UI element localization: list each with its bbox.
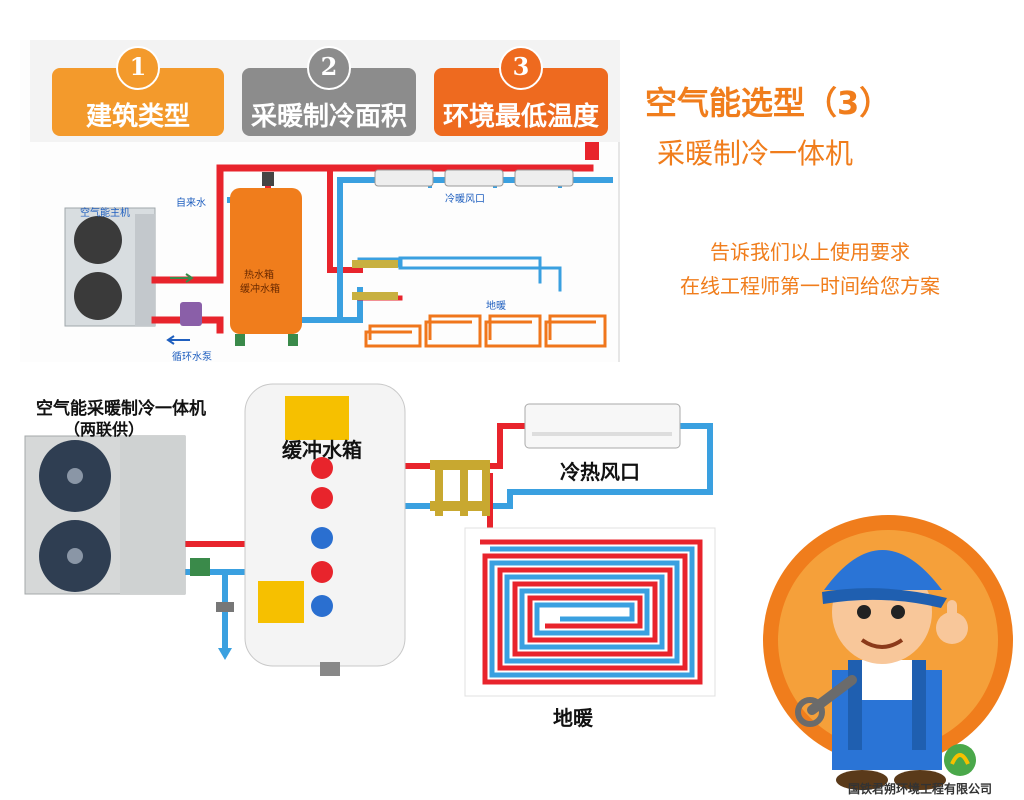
bottom-drain-valve: [216, 602, 234, 612]
top-tank-label-2: 缓冲水箱: [240, 284, 280, 295]
top-tank-label-1: 热水箱: [244, 270, 274, 281]
step-2: 2 采暖制冷面积: [242, 46, 416, 136]
bottom-floor-coils: [464, 527, 716, 697]
step-2-label: 采暖制冷面积: [250, 102, 407, 132]
top-system-diagram: [64, 142, 613, 348]
flow-arrow-icon: [170, 273, 194, 283]
step-3-number: 3: [499, 46, 543, 90]
step-2-number: 2: [307, 46, 351, 90]
company-logo-icon: [944, 744, 976, 776]
page-title: 空气能选型（3）: [645, 84, 892, 122]
bottom-unit-title: 空气能采暖制冷一体机: [36, 399, 206, 419]
top-valve: [585, 142, 599, 160]
bottom-floor-label: 地暖: [553, 706, 593, 730]
top-pump: [180, 302, 202, 326]
step-3-label: 环境最低温度: [442, 102, 599, 132]
top-manifold: [352, 260, 398, 300]
bottom-ac-unit: [524, 403, 681, 449]
bottom-buffer-tank: [244, 383, 406, 676]
return-arrow-icon: [166, 335, 190, 345]
step-3: 3 环境最低温度: [434, 46, 608, 136]
bottom-air-unit: [24, 435, 186, 595]
page-subtitle: 采暖制冷一体机: [657, 137, 854, 170]
bottom-system-diagram: [24, 383, 716, 697]
engineer-mascot-illustration: [763, 515, 1013, 790]
top-floor-coils: [364, 314, 607, 348]
bottom-tank-label: 缓冲水箱: [282, 438, 362, 462]
top-unit-label: 空气能主机: [80, 208, 130, 219]
bottom-unit-subtitle: （两联供）: [64, 420, 145, 439]
step-1-number: 1: [116, 46, 160, 90]
cta-line-2: 在线工程师第一时间给您方案: [680, 274, 940, 298]
bottom-pump: [190, 558, 210, 576]
step-1: 1 建筑类型: [52, 46, 224, 136]
cta-line-1: 告诉我们以上使用要求: [710, 240, 910, 264]
company-name: 国铁君朔环境工程有限公司: [848, 782, 993, 796]
top-air-unit: [64, 207, 156, 327]
drain-arrow-icon: [218, 648, 232, 660]
step-1-label: 建筑类型: [85, 102, 190, 132]
top-tap-water-label: 自来水: [176, 198, 206, 209]
top-tank: [230, 172, 302, 346]
top-pump-label: 循环水泵: [172, 352, 212, 363]
top-fan-coils: [374, 169, 574, 187]
bottom-ac-label: 冷热风口: [560, 460, 640, 484]
top-fan-coil-label: 冷暖风口: [445, 194, 485, 205]
top-floor-label: 地暖: [486, 301, 506, 312]
